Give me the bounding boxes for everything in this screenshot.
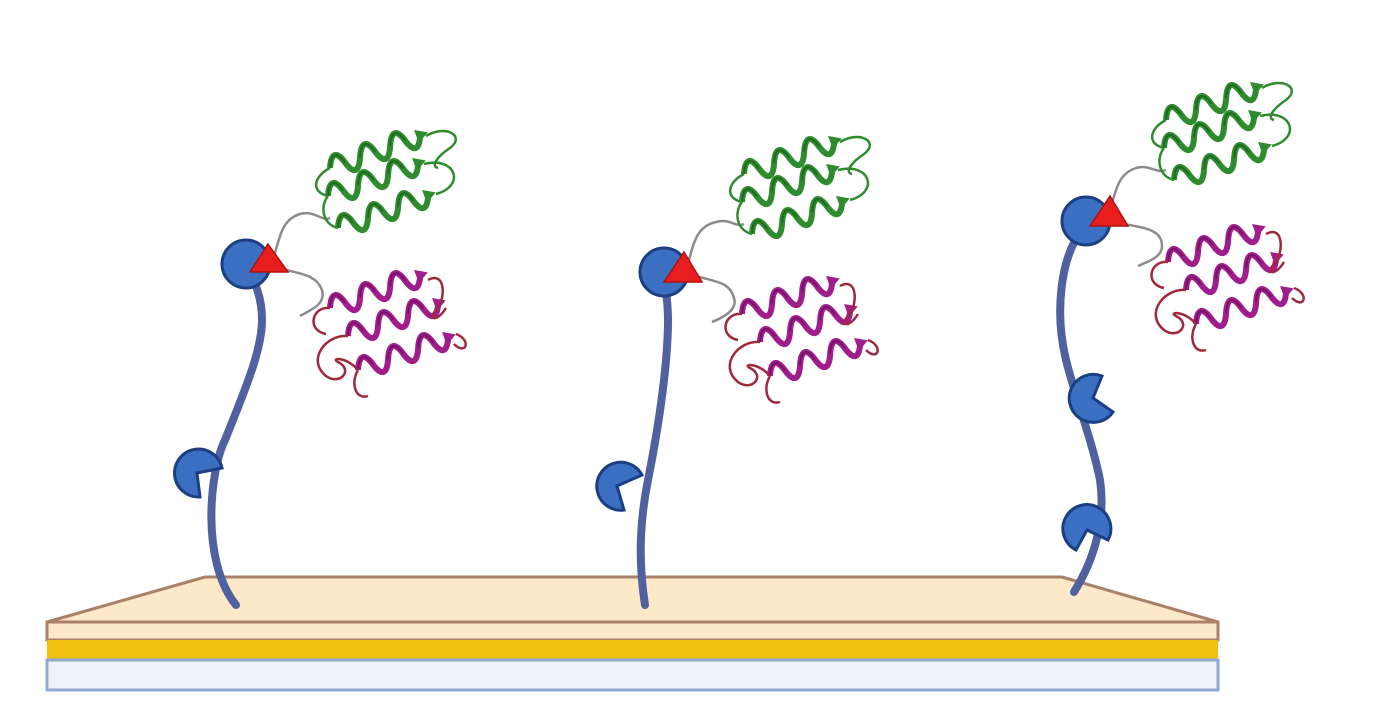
gold-layer (47, 640, 1218, 660)
linker-magenta-2 (695, 274, 736, 324)
magenta-helix-bundle-icon (314, 263, 466, 397)
green-helix-bundle-icon (316, 123, 456, 238)
magenta-helix-bundle-icon (1152, 217, 1304, 351)
construct-2 (595, 129, 878, 609)
tether-strand-1 (207, 262, 267, 609)
triangle-anchor-icon (1088, 194, 1130, 227)
base-layer (45, 658, 1220, 692)
green-helix-bundle-icon (1152, 75, 1292, 190)
pacman-binder-icon (1061, 503, 1113, 552)
triangle-anchor-icon (662, 250, 704, 283)
substrate (45, 575, 1220, 692)
pacman-binder-icon (173, 447, 224, 499)
magenta-helix-bundle-icon (726, 269, 878, 403)
construct-3 (1056, 75, 1304, 596)
pacman-binder-icon (595, 460, 645, 512)
linker-green-1 (270, 211, 331, 263)
green-helix-bundle-icon (730, 129, 870, 244)
construct-1 (173, 123, 466, 609)
triangle-anchor-icon (248, 242, 290, 273)
tether-strand-2 (636, 270, 673, 609)
linker-green-2 (686, 219, 745, 265)
linker-magenta-1 (277, 266, 324, 318)
substrate-front-face (45, 620, 1220, 642)
pacman-binder-icon (1067, 372, 1116, 424)
linker-green-3 (1108, 165, 1167, 211)
linker-magenta-3 (1123, 222, 1164, 268)
